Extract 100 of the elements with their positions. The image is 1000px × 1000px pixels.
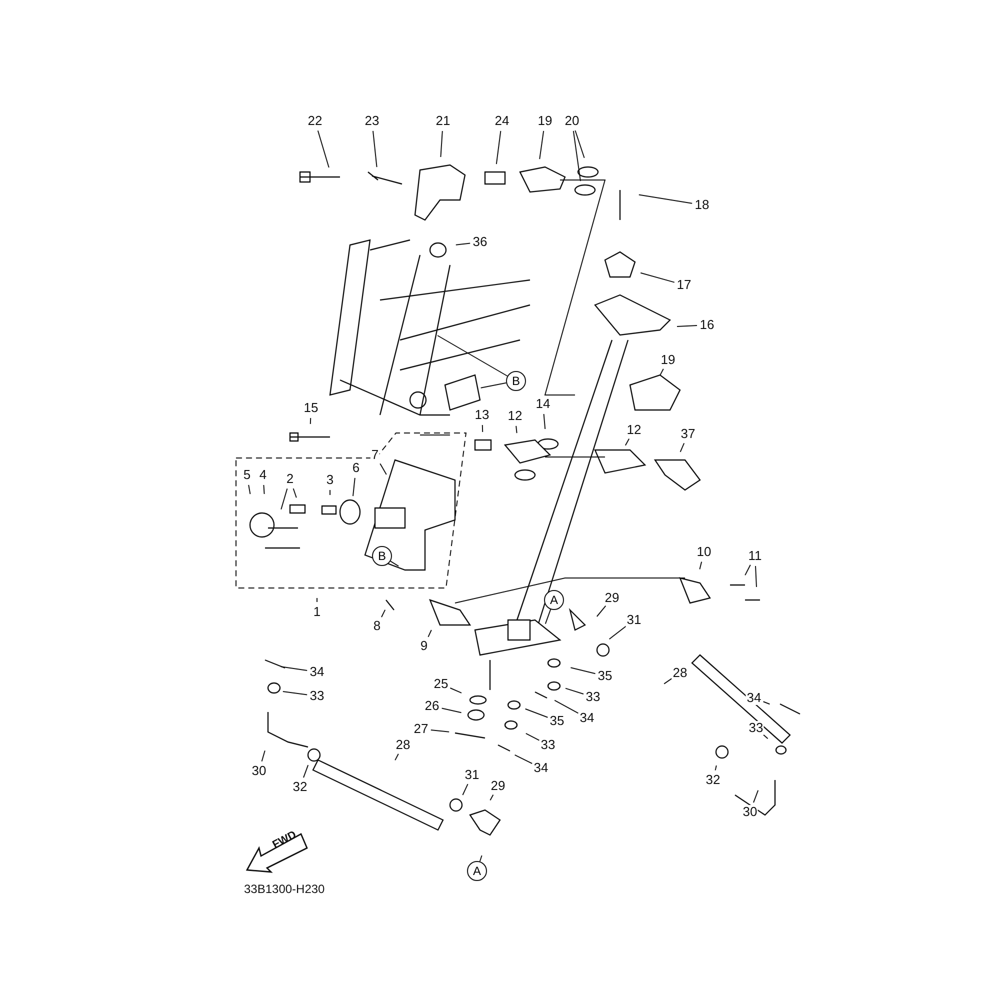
leader-line [248, 484, 251, 495]
leader-line [441, 708, 462, 714]
leader-line [714, 765, 717, 771]
leader-line [638, 194, 693, 204]
leader-line [596, 605, 606, 617]
leader-line [574, 130, 585, 158]
callout-number: 33 [308, 689, 326, 703]
callout-number: 30 [250, 764, 268, 778]
callout-number: 5 [242, 468, 252, 482]
leader-line [450, 688, 462, 694]
leader-line [263, 484, 265, 494]
leader-line [372, 130, 378, 168]
leader-line [676, 325, 698, 327]
callout-number: 14 [534, 397, 552, 411]
callout-number: 19 [536, 114, 554, 128]
leader-line [390, 560, 400, 567]
callout-number: 35 [596, 669, 614, 683]
callout-number: 3 [325, 473, 335, 487]
leader-line [480, 382, 507, 388]
callout-number: 19 [660, 353, 676, 367]
callout-number: 31 [626, 613, 642, 627]
leader-line [624, 438, 630, 446]
leader-line [261, 750, 266, 762]
callout-number: 28 [394, 738, 412, 752]
leader-line [524, 708, 548, 718]
leader-line [303, 764, 309, 778]
callout-number: 20 [564, 114, 580, 128]
leader-line [455, 242, 471, 246]
leader-line [462, 784, 468, 796]
leader-line [755, 566, 757, 588]
leader-line [744, 564, 751, 576]
leader-line [539, 130, 544, 160]
callout-number: 4 [258, 468, 268, 482]
leader-line [280, 666, 308, 671]
callout-number: 27 [412, 722, 430, 736]
callout-number: 25 [432, 677, 450, 691]
leader-line [516, 425, 518, 434]
leader-line [381, 609, 386, 618]
callout-number: 18 [694, 198, 710, 212]
leader-line [352, 477, 356, 497]
leader-line [543, 414, 546, 430]
diagram-code: 33B1300-H230 [244, 882, 325, 896]
leader-line [394, 753, 399, 761]
leader-line [282, 691, 308, 696]
leader-line [554, 700, 579, 714]
leader-line [437, 335, 508, 376]
leader-line [482, 424, 484, 432]
callout-number: 16 [698, 318, 716, 332]
callout-number: 12 [506, 409, 524, 423]
callout-number: 2 [285, 472, 295, 486]
callout-number: 9 [419, 639, 429, 653]
callout-number: 24 [494, 114, 510, 128]
callout-number: 33 [748, 721, 764, 735]
leader-line [479, 855, 482, 862]
callout-number: 10 [696, 545, 712, 559]
callout-number: 7 [370, 448, 380, 462]
callout-number: 1 [312, 605, 322, 619]
leader-line [280, 488, 288, 510]
leader-line [762, 734, 768, 740]
callout-number: 6 [351, 461, 361, 475]
callout-number: 22 [306, 114, 324, 128]
leader-line [762, 701, 770, 705]
leader-line [570, 667, 596, 674]
callout-number: 17 [676, 278, 692, 292]
callout-number: 23 [364, 114, 380, 128]
leader-line [565, 688, 584, 694]
leader-line [572, 130, 581, 182]
callout-number: 33 [540, 738, 556, 752]
callout-number: 26 [424, 699, 440, 713]
leader-line [380, 463, 387, 475]
leader-line [430, 730, 450, 732]
leader-line [640, 272, 675, 283]
callout-number: 8 [372, 619, 382, 633]
callout-number: 30 [742, 805, 758, 819]
reference-circle: B [506, 371, 526, 391]
leader-line [428, 630, 432, 638]
callout-number: 13 [474, 408, 490, 422]
leader-line [525, 732, 540, 741]
leader-line [496, 130, 502, 165]
reference-circle: A [467, 861, 487, 881]
callout-number: 29 [604, 591, 620, 605]
callout-number: 34 [746, 691, 762, 705]
leader-line [608, 626, 627, 640]
leader-line [699, 561, 702, 570]
leader-line [310, 418, 312, 424]
callout-number: 35 [548, 714, 566, 728]
leader-line [680, 442, 685, 452]
leader-line [490, 794, 494, 801]
leader-line [317, 130, 330, 168]
callout-number: 32 [292, 780, 308, 794]
callout-number: 21 [434, 114, 452, 128]
leader-line [440, 130, 443, 158]
leader-line [660, 368, 664, 376]
leader-line [316, 598, 318, 602]
callout-number: 34 [532, 761, 550, 775]
callout-number: 34 [578, 711, 596, 725]
callout-number: 12 [626, 423, 642, 437]
leader-line [753, 790, 759, 804]
leader-line [514, 754, 533, 764]
callout-number: 34 [308, 665, 326, 679]
